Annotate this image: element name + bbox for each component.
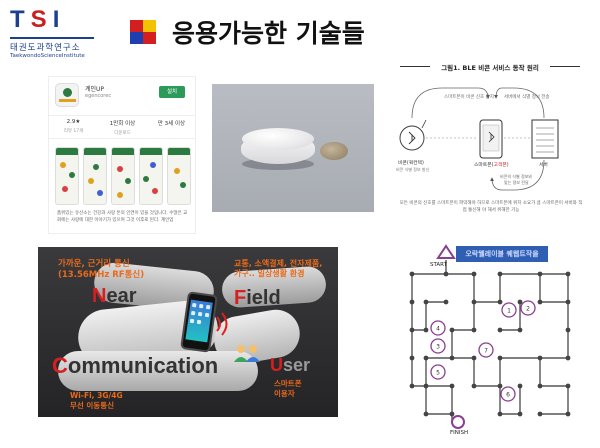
app-screenshot[interactable] — [167, 147, 191, 205]
maze-node-4 — [430, 320, 446, 336]
color-squares-icon — [130, 20, 156, 44]
start-triangle-icon — [436, 244, 456, 259]
app-screenshot[interactable] — [83, 147, 107, 205]
phone-label: 스마트폰(고객폰) — [474, 161, 509, 168]
maze-node-6 — [500, 386, 516, 402]
maze-node-2 — [520, 300, 536, 316]
maze-node-1 — [501, 302, 517, 318]
beacon-sub-label: 비콘 식별 정보 발신 — [396, 166, 430, 172]
tsi-logo: TSI 태권도과학연구소 TaekwondoScienceInstitute — [10, 6, 94, 62]
logo-english-name: TaekwondoScienceInstitute — [10, 53, 85, 59]
maze-node-5 — [430, 364, 446, 380]
logo-letters: TSI — [10, 6, 66, 33]
maze-game: 1 2 3 4 5 6 7 오락웰레이블 퀘웹트작을 START FINISH — [390, 238, 598, 444]
maze-number-2: 2 — [526, 306, 530, 313]
ble-diagram: 그림1. BLE 비콘 서비스 동작 원리 스마트폰이 비콘 신호 감지 서버에… — [392, 60, 588, 238]
page-title: 응용가능한 기술들 — [172, 19, 365, 48]
ble-flow-svg: 스마트폰이 비콘 신호 감지 서버에서 식별 정보 전송 비콘(쿼컨텍) 비콘 … — [396, 87, 559, 191]
nfc-desc-field: 교통, 소액결제, 전자제품,가구.. 일상생활 환경 — [234, 259, 323, 278]
maze-number-4: 4 — [436, 326, 440, 333]
logo-korean-name: 태권도과학연구소 — [10, 43, 81, 53]
ble-description: 모든 비콘의 신호를 스마트폰이 파악해야 하므로 스마트폰에 위치 소요가 큼… — [399, 201, 583, 213]
app-screenshot[interactable] — [139, 147, 163, 205]
stat-age: 만 3세 이상 — [157, 121, 186, 127]
app-name: 계인UP — [85, 86, 105, 93]
nfc-word-field: Field — [234, 287, 281, 309]
maze-number-3: 3 — [436, 344, 440, 351]
nfc-word-user: User — [270, 355, 311, 375]
maze-number-1: 1 — [507, 308, 511, 315]
nfc-signal-icon — [216, 312, 228, 336]
server-label: 서버 — [539, 161, 548, 168]
logo-divider — [10, 37, 94, 39]
stat-rating: 2.9★리뷰 17개 — [63, 119, 84, 134]
nfc-word-near: Near — [92, 285, 137, 307]
maze-title: 오락웰레이블 퀘웹트작을 — [456, 246, 548, 262]
users-icon — [234, 345, 260, 362]
app-description: 품위있는 유산소는 건강과 사랑 돈의 인연이 있을 것입니다. 수많은 교회에… — [57, 211, 188, 223]
maze-start-label: START — [430, 262, 447, 268]
coin — [320, 142, 348, 160]
maze-finish-label: FINISH — [450, 430, 469, 436]
return-label-1: 비콘의 식별 정보와 — [500, 173, 532, 179]
app-developer: egencorec — [85, 93, 112, 99]
maze-number-6: 6 — [506, 392, 510, 399]
beacon-photo — [212, 84, 374, 212]
app-screenshots[interactable] — [55, 147, 191, 205]
ble-diagram-title: 그림1. BLE 비콘 서비스 동작 원리 — [441, 64, 539, 72]
install-button[interactable]: 설치 — [159, 86, 185, 98]
nfc-word-communication: Communication — [52, 353, 219, 378]
arrow-label-server: 서버에서 식별 정보 전송 — [504, 93, 550, 100]
app-logo-icon — [55, 83, 79, 107]
maze-number-7: 7 — [484, 348, 488, 355]
maze-number-5: 5 — [436, 370, 440, 377]
nfc-desc-near: 가까운, 근거리 통신(13.56MHz RF통신) — [58, 259, 145, 280]
return-label-2: 맞는 정보 전달 — [504, 179, 529, 185]
maze-node-7 — [478, 342, 494, 358]
nfc-illustration: 가까운, 근거리 통신(13.56MHz RF통신) 교통, 소액결제, 전자제… — [38, 247, 338, 417]
maze-svg: 1 2 3 4 5 6 7 — [409, 244, 571, 429]
app-screenshot[interactable] — [111, 147, 135, 205]
finish-circle-icon — [451, 415, 465, 429]
maze-node-3 — [430, 338, 446, 354]
beacon-label: 비콘(쿼컨텍) — [398, 159, 424, 166]
app-screenshot[interactable] — [55, 147, 79, 205]
arrow-label-detect: 스마트폰이 비콘 신호 감지 — [444, 93, 494, 100]
